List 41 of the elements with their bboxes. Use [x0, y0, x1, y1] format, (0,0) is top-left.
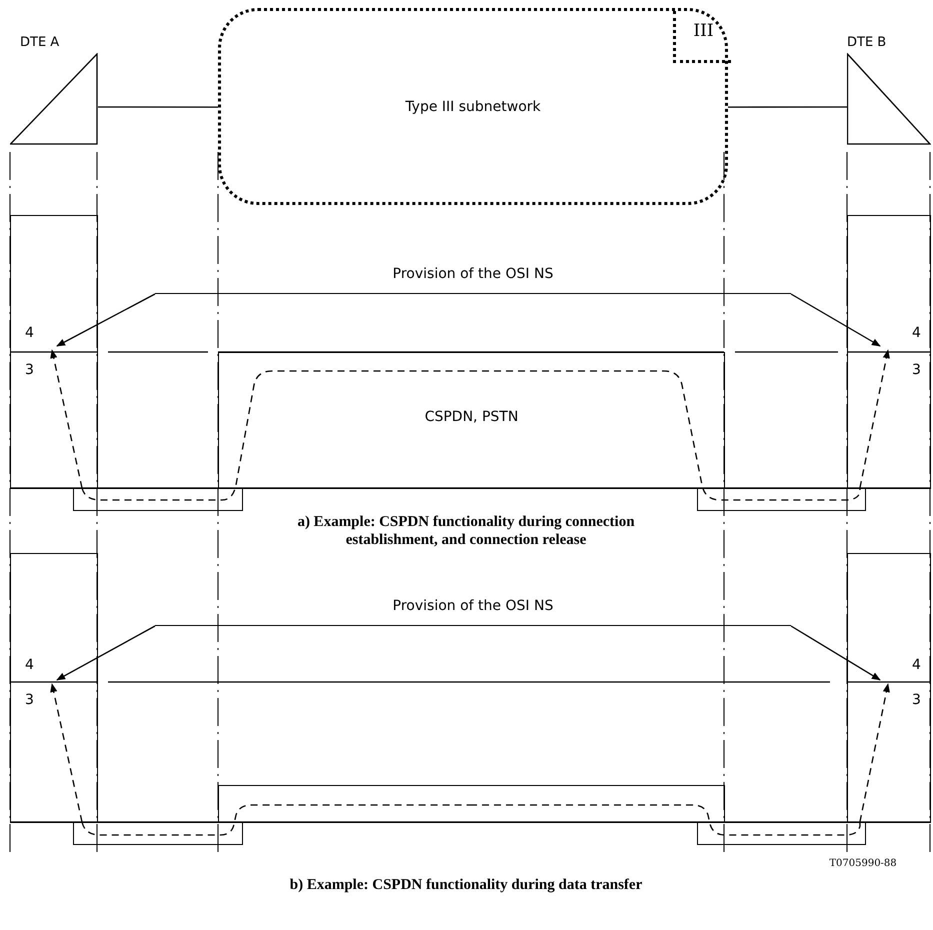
layer-number: 4 [912, 325, 921, 341]
access-box [73, 822, 243, 845]
layer-number: 3 [25, 362, 34, 378]
layer-number: 3 [912, 692, 921, 708]
dashed-line [470, 370, 861, 501]
terminal-label: DTE A [20, 35, 60, 50]
figure-code: T0705990-88 [828, 858, 898, 869]
dashed-arrow [50, 349, 83, 488]
arrow [790, 625, 881, 680]
dashed-line [81, 804, 470, 836]
type-tag-box: III [673, 11, 731, 63]
arrow [790, 293, 881, 347]
layer-number: 4 [25, 325, 34, 341]
connector-line [98, 106, 218, 108]
protocol-stack-box [10, 215, 98, 489]
dashed-line [470, 804, 861, 836]
layer-number: 4 [25, 657, 34, 673]
dashed-arrow [50, 683, 83, 822]
subnetwork-label: Type III subnetwork [404, 99, 542, 115]
protocol-stack-box [847, 215, 931, 489]
protocol-stack-box [847, 553, 931, 823]
terminal-label: DTE B [847, 35, 886, 50]
arrow [56, 293, 156, 347]
subnetwork-box [218, 8, 728, 205]
service-label: Provision of the OSI NS [155, 266, 791, 294]
network-label: CSPDN, PSTN [424, 409, 520, 425]
dashed-line [81, 370, 470, 501]
access-box [697, 822, 866, 845]
network-box [218, 352, 725, 489]
layer-number: 3 [912, 362, 921, 378]
protocol-stack-box [10, 553, 98, 823]
layer-number: 4 [912, 657, 921, 673]
service-label: Provision of the OSI NS [155, 598, 791, 626]
dashed-arrow [859, 683, 890, 822]
access-box [73, 488, 243, 511]
layer-number: 3 [25, 692, 34, 708]
network-band-box [218, 785, 725, 823]
dashed-arrow [859, 349, 890, 488]
arrow [56, 625, 156, 680]
connector-line [728, 106, 847, 108]
access-box [697, 488, 866, 511]
